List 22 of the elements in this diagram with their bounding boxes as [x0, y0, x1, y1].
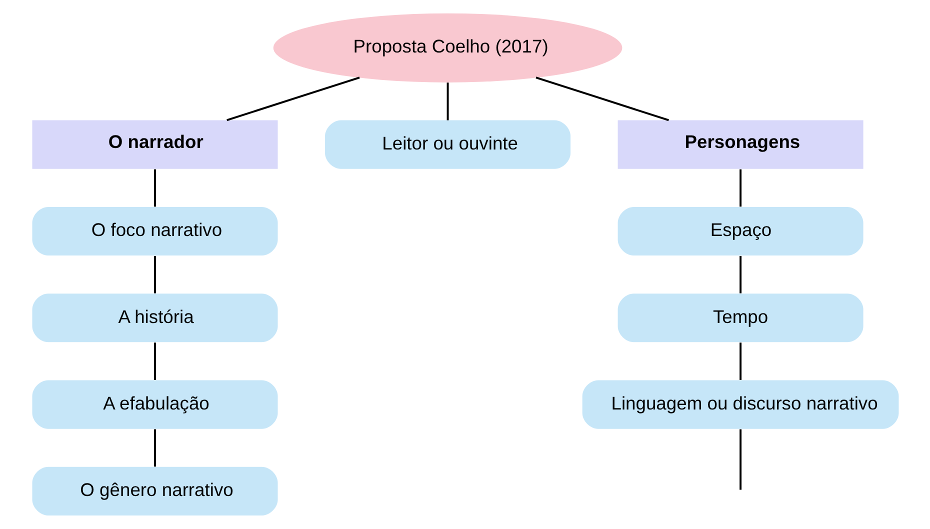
connector [154, 169, 156, 207]
connector [154, 429, 156, 467]
node-box: O gênero narrativo [32, 466, 278, 516]
node-box: O foco narrativo [32, 206, 278, 256]
connector [154, 342, 156, 380]
connector [446, 82, 448, 120]
node-box: Tempo [617, 294, 863, 342]
node-ellipse: Proposta Coelho (2017) [272, 13, 622, 82]
connector [226, 76, 360, 122]
node-box: A efabulação [32, 380, 278, 429]
connector [535, 76, 668, 122]
connector [154, 256, 156, 294]
node-box: O narrador [32, 120, 278, 169]
connector [739, 256, 742, 294]
connector [739, 169, 742, 207]
node-box: Espaço [617, 206, 863, 256]
node-box: A história [32, 294, 278, 342]
connector [739, 429, 742, 490]
node-box: Leitor ou ouvinte [324, 120, 570, 169]
connector [739, 342, 742, 380]
node-box: Linguagem ou discurso narrativo [582, 380, 898, 429]
node-box: Personagens [617, 120, 863, 169]
